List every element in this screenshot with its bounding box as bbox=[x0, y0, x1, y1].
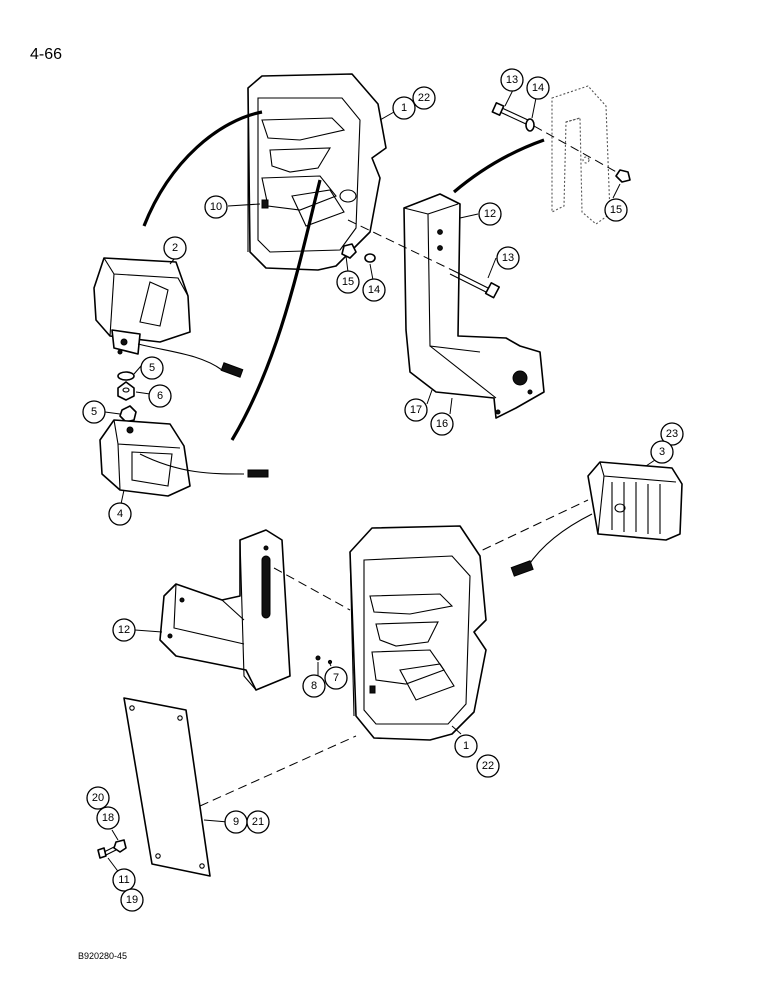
callout-label: 2 bbox=[172, 242, 178, 254]
tail-light bbox=[469, 461, 683, 577]
callout-label: 15 bbox=[610, 204, 622, 216]
callout-16: 16 bbox=[430, 412, 454, 436]
callout-9-21: 9 21 bbox=[224, 810, 270, 834]
callout-label: 17 bbox=[410, 404, 422, 416]
lower-mounting-bracket bbox=[159, 529, 351, 691]
callout-12-bottom: 12 bbox=[112, 618, 136, 642]
upper-mounting-bracket bbox=[403, 193, 545, 419]
callout-17: 17 bbox=[404, 398, 428, 422]
callout-4: 4 bbox=[108, 502, 132, 526]
callout-label: 13 bbox=[502, 252, 514, 264]
leader-lines bbox=[104, 89, 659, 875]
callout-11-19: 11 19 bbox=[112, 868, 144, 912]
callout-23-3: 23 3 bbox=[650, 422, 684, 464]
machine-upright-post bbox=[551, 85, 611, 225]
wiring-routing-arrows bbox=[142, 110, 545, 441]
callout-label: 6 bbox=[157, 390, 163, 402]
callout-6: 6 bbox=[148, 384, 172, 408]
callout-label: 13 bbox=[506, 74, 518, 86]
lamp-mount-hardware bbox=[117, 371, 137, 423]
callout-label: 22 bbox=[482, 760, 494, 772]
callout-label: 19 bbox=[126, 894, 138, 906]
callout-14-mid: 14 bbox=[362, 278, 386, 302]
callout-8: 8 bbox=[302, 674, 326, 698]
callout-label: 5 bbox=[149, 362, 155, 374]
mid-nut-and-washer bbox=[341, 243, 376, 263]
callout-15-right: 15 bbox=[604, 198, 628, 222]
callout-label: 5 bbox=[91, 406, 97, 418]
callout-label: 16 bbox=[436, 418, 448, 430]
callout-label: 1 bbox=[463, 740, 469, 752]
callout-1-22-top: 1 22 bbox=[392, 86, 436, 120]
work-lamp-upper bbox=[93, 257, 244, 378]
callout-label: 9 bbox=[233, 816, 239, 828]
callout-label: 23 bbox=[666, 428, 678, 440]
callout-label: 12 bbox=[118, 624, 130, 636]
plate-fasteners bbox=[97, 839, 127, 859]
callout-label: 3 bbox=[659, 446, 665, 458]
figure-code: B920280-45 bbox=[78, 951, 128, 961]
callout-label: 22 bbox=[418, 92, 430, 104]
callout-5-top: 5 bbox=[140, 356, 164, 380]
callout-label: 1 bbox=[401, 102, 407, 114]
callout-7: 7 bbox=[324, 666, 348, 690]
callout-15-mid: 15 bbox=[336, 270, 360, 294]
callout-20-18: 20 18 bbox=[86, 786, 120, 830]
callout-14-top: 14 bbox=[526, 76, 550, 100]
callout-2: 2 bbox=[163, 236, 187, 260]
callout-label: 14 bbox=[532, 82, 544, 94]
callout-label: 11 bbox=[118, 874, 129, 886]
upper-lamp-housing bbox=[247, 73, 387, 271]
upper-bolt-and-washer bbox=[491, 102, 631, 183]
callout-12-top: 12 bbox=[478, 202, 502, 226]
work-lamp-lower bbox=[99, 419, 269, 497]
lower-small-hardware bbox=[315, 655, 333, 665]
cover-plate bbox=[123, 697, 357, 877]
callout-label: 8 bbox=[311, 680, 317, 692]
lower-lamp-housing bbox=[349, 525, 487, 741]
callout-13-mid: 13 bbox=[496, 246, 520, 270]
callout-label: 4 bbox=[117, 508, 123, 520]
callout-1-22-bottom: 1 22 bbox=[454, 734, 500, 778]
callout-5-bottom: 5 bbox=[82, 400, 106, 424]
callout-label: 14 bbox=[368, 284, 380, 296]
callout-10: 10 bbox=[204, 195, 228, 219]
callout-label: 18 bbox=[102, 812, 114, 824]
callout-label: 20 bbox=[92, 792, 104, 804]
callout-label: 15 bbox=[342, 276, 354, 288]
callout-13-top: 13 bbox=[500, 68, 524, 92]
callout-label: 10 bbox=[210, 201, 222, 213]
callout-label: 12 bbox=[484, 208, 496, 220]
mid-bolt bbox=[347, 219, 501, 299]
page-number: 4-66 bbox=[30, 46, 63, 63]
callout-label: 7 bbox=[333, 672, 339, 684]
callout-label: 21 bbox=[252, 816, 264, 828]
